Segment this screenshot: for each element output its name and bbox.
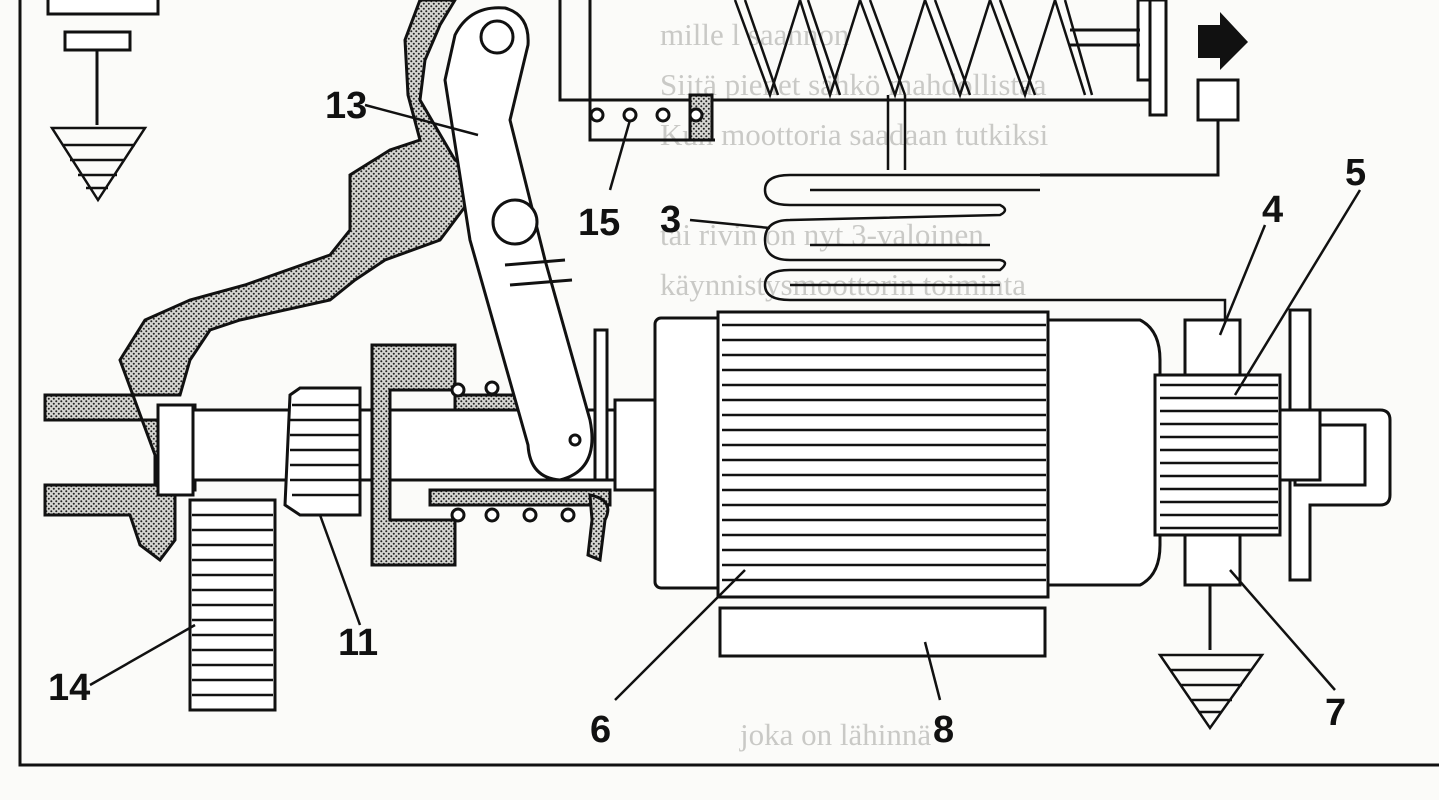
ground-icon <box>49 126 148 203</box>
label-5: 5 <box>1345 152 1366 194</box>
page-frame <box>18 0 1439 767</box>
pole-shoe <box>718 606 1047 658</box>
field-coil <box>763 95 1227 335</box>
label-3: 3 <box>660 199 681 241</box>
pinion-gear <box>156 386 362 517</box>
commutator <box>1153 373 1282 537</box>
shift-lever <box>443 6 594 482</box>
ghost-text-line: mille l saannon <box>660 17 850 52</box>
leader-lines <box>89 103 1362 701</box>
label-8: 8 <box>933 709 954 751</box>
solenoid-assembly <box>558 0 1248 177</box>
label-4: 4 <box>1262 189 1283 231</box>
label-13: 13 <box>325 85 367 127</box>
ghost-text-line: Siitä pienet sähkö mahdollistaa <box>660 67 1047 102</box>
label-6: 6 <box>590 709 611 751</box>
armature <box>653 310 1162 599</box>
label-14: 14 <box>48 667 90 709</box>
label-15: 15 <box>578 202 620 244</box>
ground-icon <box>1157 653 1265 731</box>
overrunning-clutch <box>370 328 657 567</box>
ground-symbol-top <box>46 0 160 203</box>
ghost-text-line: joka on lähinnä <box>739 717 931 752</box>
clutch-spring-coils <box>450 380 576 523</box>
ghost-text-line: Kun moottoria saadaan tutkiksi <box>660 117 1049 152</box>
arrow-right-icon <box>1198 12 1248 70</box>
return-spring-coils <box>589 107 704 123</box>
brush-holder-lower <box>1183 533 1242 587</box>
ground-symbol-bottom <box>1157 653 1265 731</box>
ring-gear <box>188 498 277 712</box>
label-7: 7 <box>1325 692 1346 734</box>
label-11: 11 <box>338 622 378 664</box>
brush-holder <box>1183 318 1242 377</box>
